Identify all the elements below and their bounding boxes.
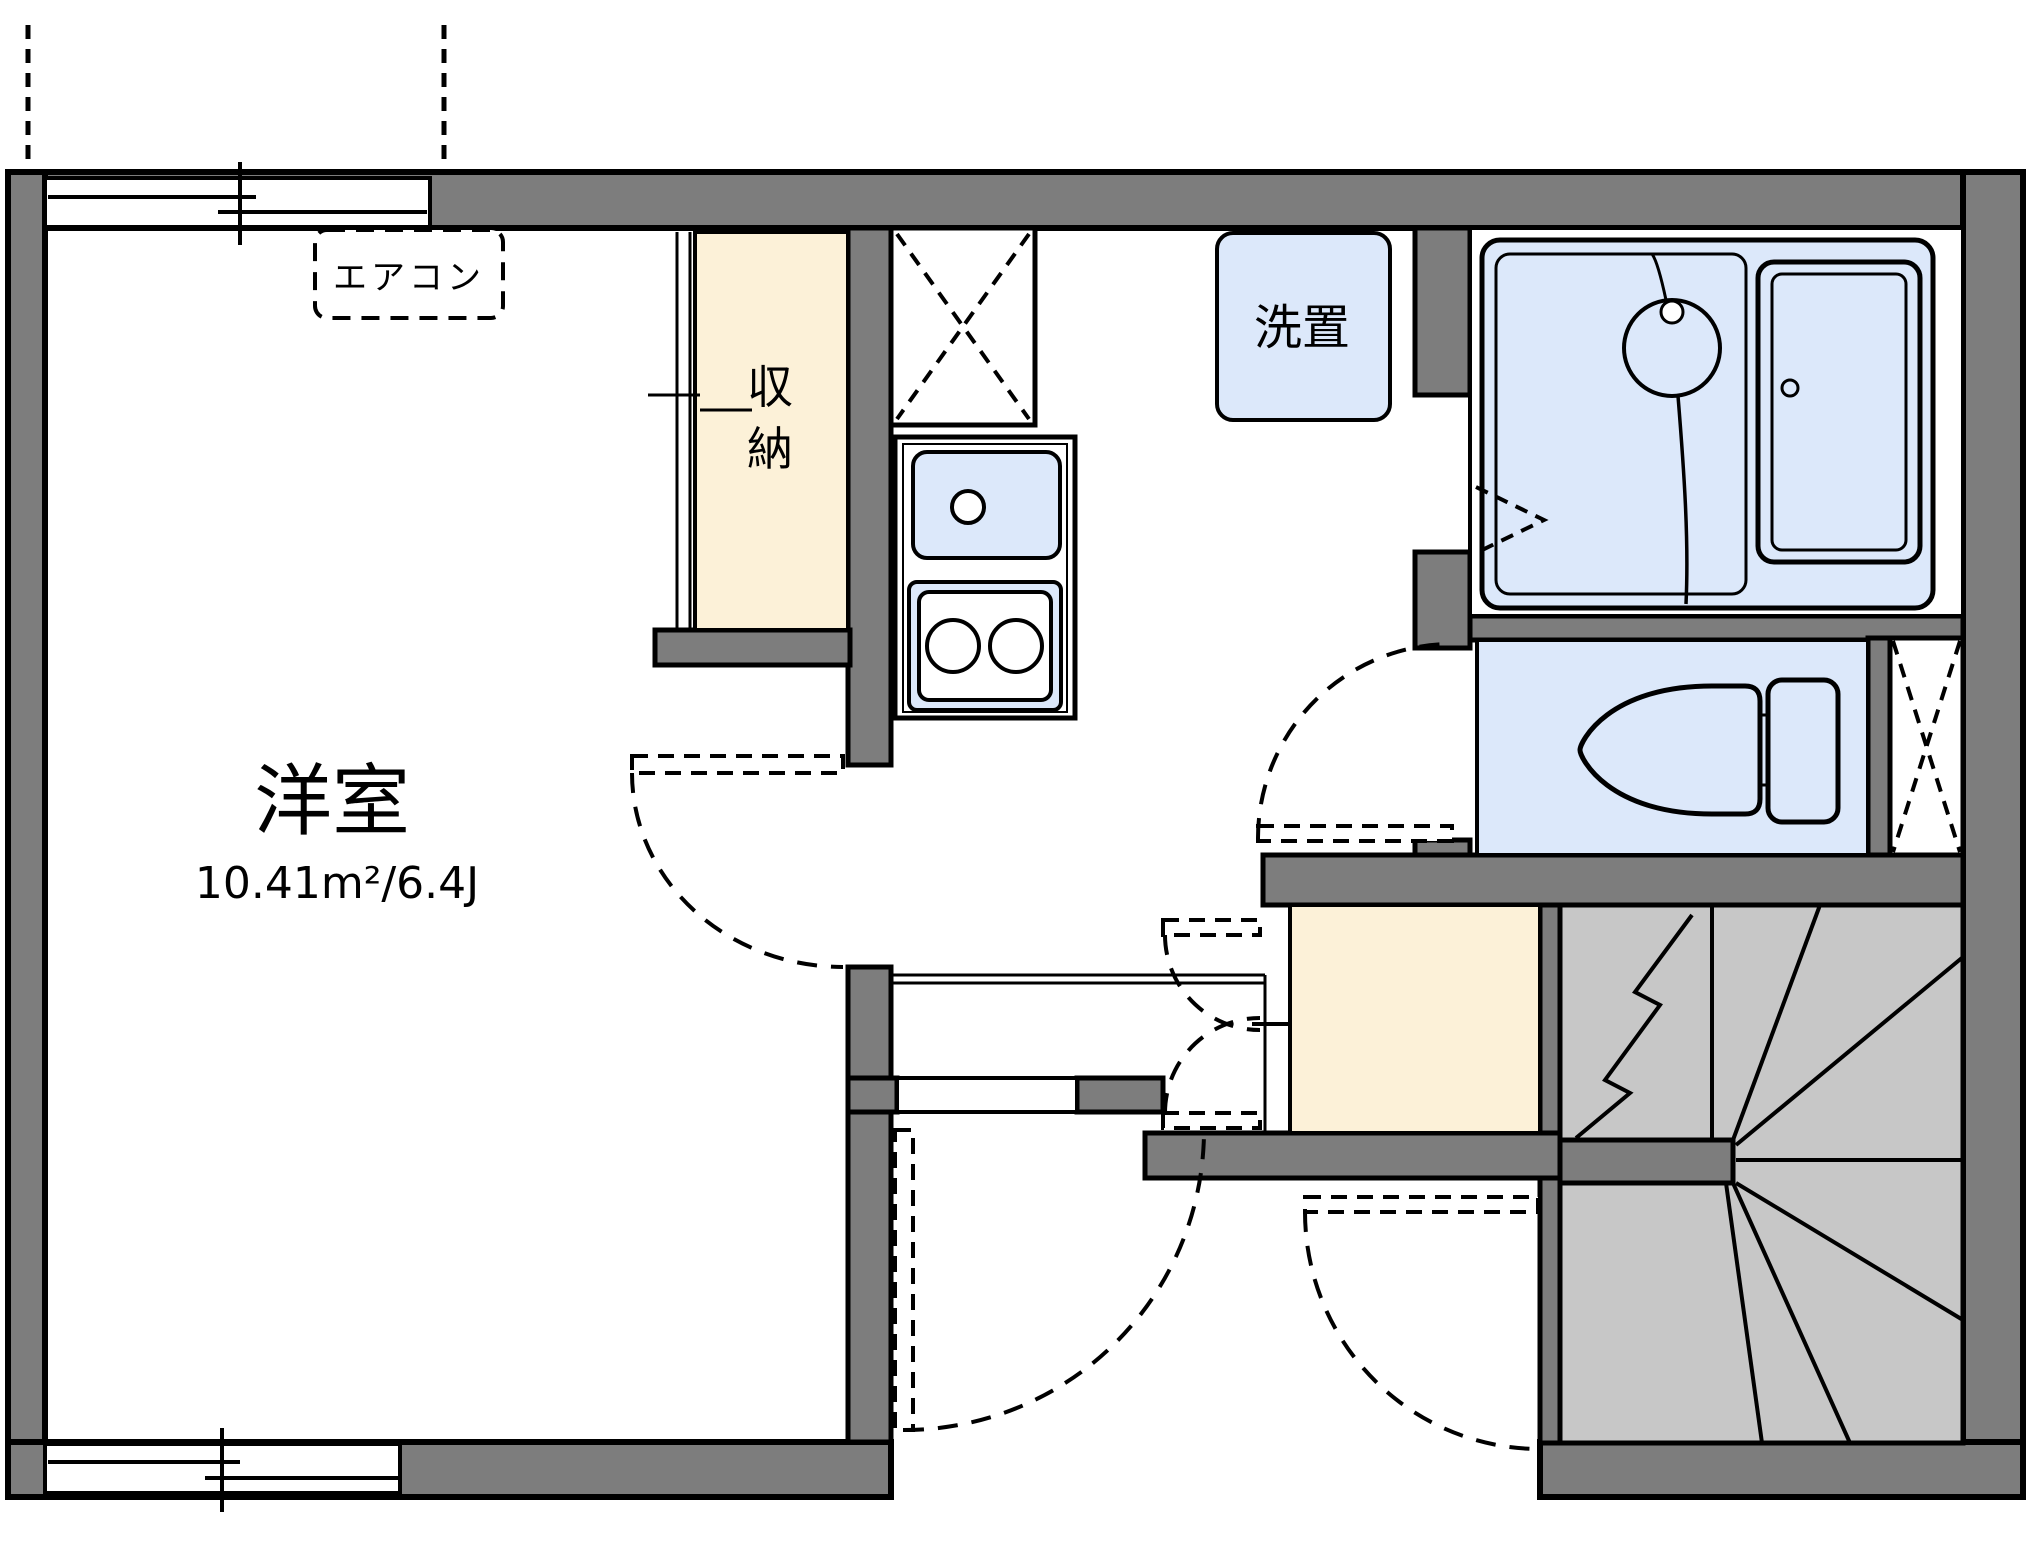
aircon-label: エアコン (333, 258, 485, 298)
entrance-doors (893, 1076, 1541, 1451)
western-room-door (630, 754, 845, 969)
entrance-area (891, 903, 1542, 1135)
wall-hall-bottom-left (845, 1075, 900, 1115)
hall-door-leaf-top (1161, 918, 1262, 937)
window-bottom (43, 1428, 402, 1512)
window-top (43, 162, 432, 245)
closet-label-char1: 収 (747, 360, 793, 414)
wall-under-toilet (1260, 852, 1966, 908)
stove-top (917, 590, 1053, 702)
wall-bath-hall-middle (1412, 549, 1473, 651)
hall-door-arc-top (1163, 934, 1261, 1032)
wall-left (5, 169, 48, 1500)
western-room-area: 10.41m²/6.4J (195, 858, 479, 909)
wall-bottom-right (1537, 1439, 2026, 1500)
aircon-box (313, 228, 505, 320)
stove-burner-right-icon (988, 618, 1044, 674)
stair-step-line-3 (1734, 955, 1965, 1147)
refrigerator-x-line2 (895, 232, 1031, 421)
bathroom (1468, 226, 1965, 618)
eave-projection-lines (25, 25, 447, 170)
toilet-room (1475, 638, 1870, 857)
hall-swing-door (1161, 918, 1290, 1130)
pipe-shaft-x1 (1891, 640, 1962, 853)
toilet-door (1256, 642, 1454, 843)
washer-place-label: 洗置 (1254, 300, 1350, 356)
interior-walls (652, 225, 1966, 1446)
bath-shower-hose (1676, 395, 1689, 605)
wall-room-right-lower (845, 964, 894, 1445)
porch-door-arc (1303, 1211, 1541, 1451)
hall-door-leaf-bottom (1161, 1111, 1262, 1130)
bath-hose-upper (1650, 253, 1668, 301)
hall-door-arc-bottom (1163, 1016, 1261, 1114)
entrance-floor (1288, 903, 1542, 1135)
closet-floor (693, 230, 850, 632)
refrigerator-space (888, 225, 1038, 428)
bathtub-drain-icon (1780, 378, 1800, 398)
washer-place: 洗置 (1215, 231, 1392, 422)
pipe-shaft-x2 (1891, 640, 1962, 853)
pipe-shaft (1887, 635, 1966, 858)
stove-burner-left-icon (925, 618, 981, 674)
window-top-frame (43, 176, 432, 229)
entrance-door-leaf (893, 1128, 915, 1432)
stair-center-wall-stub (1557, 1137, 1736, 1186)
toilet-tank-icon (1765, 677, 1841, 825)
kitchen-sink (911, 450, 1062, 560)
kitchen-unit (892, 434, 1078, 721)
bath-wash-area-line (1494, 252, 1748, 596)
stair-break-line (1574, 913, 1694, 1140)
room-door-leaf (630, 754, 845, 775)
aircon-marker: エアコン (313, 228, 505, 320)
wall-bath-hall-upper (1412, 225, 1473, 398)
wall-right (1960, 169, 2026, 1500)
staircase-steps (1710, 904, 1965, 1444)
entrance-door-arc (903, 1129, 1206, 1432)
bathtub (1755, 259, 1923, 565)
toilet-bowl-icon (1577, 683, 1763, 817)
toilet-door-arc (1256, 642, 1453, 839)
toilet-door-leaf (1256, 824, 1454, 843)
wall-toilet-shaft (1865, 635, 1893, 858)
wall-room-right-upper (845, 225, 894, 768)
stair-step-line-2 (1731, 904, 1822, 1141)
staircase (1557, 902, 1966, 1446)
bath-folding-door-icon (1475, 485, 1549, 555)
refrigerator-x-line1 (895, 232, 1031, 421)
room-door-arc (630, 772, 844, 969)
western-room-label: 洋室 (254, 757, 410, 847)
wall-closet-bottom (652, 627, 853, 668)
entrance-threshold (895, 1076, 1079, 1114)
washer-place-box (1215, 231, 1392, 422)
closet: 収 納 (648, 230, 850, 632)
wall-entrance-bottom (1142, 1130, 1563, 1181)
stair-step-line-6 (1731, 1182, 1852, 1444)
closet-label-char2: 納 (747, 422, 793, 476)
bathtub-inner-line (1770, 272, 1908, 552)
porch-door-leaf (1303, 1195, 1540, 1214)
stair-step-line-7 (1724, 1182, 1764, 1444)
bath-faucet-icon (1659, 299, 1685, 325)
stair-step-line-5 (1734, 1181, 1965, 1322)
sink-drain-icon (950, 489, 986, 525)
western-room: 洋室 10.41m²/6.4J (195, 757, 479, 909)
wall-hall-bottom-right (1074, 1075, 1166, 1115)
